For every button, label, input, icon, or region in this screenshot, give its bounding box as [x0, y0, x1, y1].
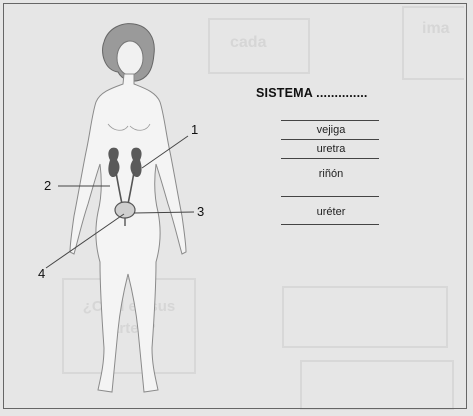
bladder-shape: [115, 202, 135, 218]
term-uretra: uretra: [284, 143, 378, 155]
callout-2: 2: [44, 178, 51, 193]
rule-bottom: [281, 224, 379, 225]
callout-4: 4: [38, 266, 45, 281]
rule-top: [281, 120, 379, 121]
term-rinon: riñón: [284, 168, 378, 180]
body-outline: [70, 74, 186, 392]
rule-3: [281, 196, 379, 197]
head-shape: [117, 41, 143, 75]
kidney-left: [108, 148, 119, 177]
rule-1: [281, 139, 379, 140]
system-title: SISTEMA ..............: [256, 86, 368, 100]
rule-2: [281, 158, 379, 159]
kidney-right: [131, 148, 142, 177]
callout-3: 3: [197, 204, 204, 219]
term-ureter: uréter: [284, 206, 378, 218]
term-vejiga: vejiga: [284, 124, 378, 136]
callout-1: 1: [191, 122, 198, 137]
